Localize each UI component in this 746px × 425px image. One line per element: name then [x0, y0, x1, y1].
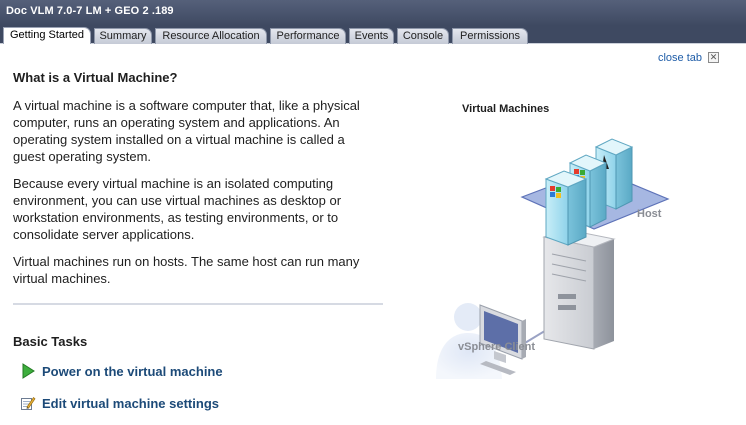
monitor-icon [479, 304, 526, 375]
tab-performance[interactable]: Performance [270, 28, 346, 44]
tab-strip: Getting Started Summary Resource Allocat… [0, 26, 746, 45]
tab-events[interactable]: Events [349, 28, 394, 44]
window-title: Doc VLM 7.0-7 LM + GEO 2 .189 [6, 5, 174, 17]
hosts-paragraph: Virtual machines run on hosts. The same … [13, 254, 360, 286]
edit-vm-settings-label: Edit virtual machine settings [42, 395, 219, 411]
host-server-icon [542, 228, 616, 350]
tab-getting-started[interactable]: Getting Started [3, 27, 91, 45]
tab-console[interactable]: Console [397, 28, 449, 44]
tab-resource-allocation[interactable]: Resource Allocation [155, 28, 267, 44]
basic-tasks-title: Basic Tasks [13, 334, 88, 349]
virtual-machine-diagram [436, 138, 670, 379]
window-title-bar: Doc VLM 7.0-7 LM + GEO 2 .189 [0, 0, 746, 26]
vm-windows-front-icon [544, 170, 588, 246]
close-icon[interactable] [708, 52, 719, 63]
close-tab-link[interactable]: close tab [657, 52, 702, 64]
intro-paragraph: A virtual machine is a software computer… [13, 98, 360, 164]
isolation-paragraph: Because every virtual machine is an isol… [13, 176, 342, 242]
host-label: Host [637, 208, 662, 220]
getting-started-panel: close tab What is a Virtual Machine? A v… [0, 44, 746, 425]
vsphere-client-label: vSphere Client [458, 341, 536, 353]
edit-vm-settings-link[interactable]: Edit virtual machine settings [20, 393, 219, 413]
tab-summary[interactable]: Summary [94, 28, 152, 44]
page-title: What is a Virtual Machine? [13, 70, 178, 85]
tab-permissions[interactable]: Permissions [452, 28, 528, 44]
edit-settings-icon [21, 396, 36, 410]
power-on-vm-label: Power on the virtual machine [42, 363, 223, 379]
section-divider [13, 303, 383, 305]
power-on-vm-link[interactable]: Power on the virtual machine [20, 361, 223, 381]
virtual-machines-label: Virtual Machines [462, 103, 550, 115]
play-icon [22, 363, 35, 379]
